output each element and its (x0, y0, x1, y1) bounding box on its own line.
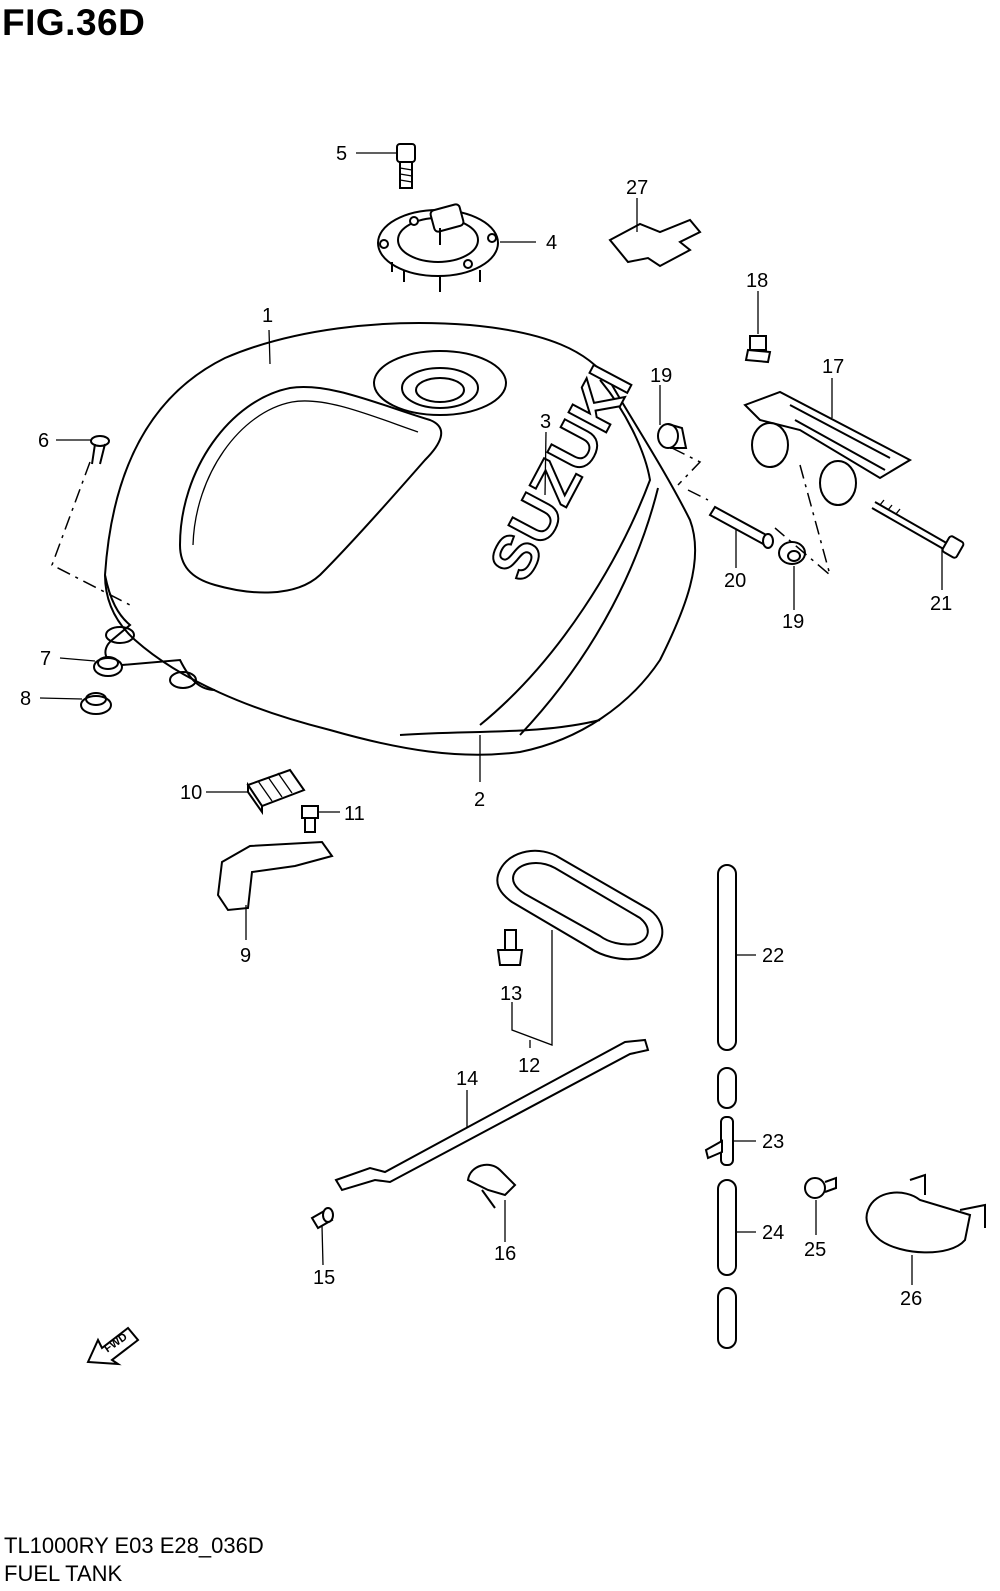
cushion-19-lower[interactable] (778, 541, 806, 565)
part-number-20: 20 (724, 570, 746, 592)
part-number-17: 17 (822, 356, 844, 378)
part-number-27: 27 (626, 177, 648, 199)
part-number-3: 3 (540, 411, 551, 433)
part-number-8: 8 (20, 688, 31, 710)
damper-10[interactable] (246, 768, 306, 816)
cushion-7[interactable] (93, 656, 123, 677)
bolt-18[interactable] (744, 335, 772, 364)
collar-20[interactable] (708, 505, 774, 549)
bolt-21[interactable] (871, 499, 965, 559)
three-way-joint-23[interactable] (704, 1116, 734, 1166)
part-number-19-lower: 19 (782, 611, 804, 633)
part-number-1: 1 (262, 305, 273, 327)
gasket-12[interactable] (496, 849, 664, 961)
part-number-labels: 1 2 3 4 5 6 7 8 9 10 11 12 13 14 15 16 1… (20, 143, 952, 1310)
part-number-11: 11 (344, 803, 365, 825)
part-number-23: 23 (762, 1131, 784, 1153)
part-number-12: 12 (518, 1055, 540, 1077)
part-number-14: 14 (456, 1068, 478, 1090)
part-number-4: 4 (546, 232, 557, 254)
cushion-8[interactable] (80, 692, 112, 715)
hose-24[interactable] (717, 1179, 737, 1349)
figure-name: FUEL TANK (4, 1561, 123, 1586)
pad-27[interactable] (608, 218, 702, 268)
forward-direction-arrow: FWD (86, 1326, 140, 1366)
part-number-22: 22 (762, 945, 784, 967)
part-number-18: 18 (746, 270, 768, 292)
fuel-tank[interactable] (103, 322, 697, 756)
figure-code: TL1000RY E03 E28_036D (4, 1533, 264, 1558)
bolt-5[interactable] (396, 143, 416, 189)
part-number-5: 5 (336, 143, 347, 165)
cushion-19-upper[interactable] (657, 423, 688, 449)
part-number-24: 24 (762, 1222, 784, 1244)
part-number-26: 26 (900, 1288, 922, 1310)
hose-22[interactable] (717, 864, 737, 1109)
bracket-9[interactable] (216, 840, 334, 912)
clamp-25[interactable] (804, 1176, 837, 1199)
clamp-16[interactable] (466, 1163, 517, 1209)
part-number-19-upper: 19 (650, 365, 672, 387)
part-number-2: 2 (474, 789, 485, 811)
band-26[interactable] (865, 1173, 986, 1254)
part-number-21: 21 (930, 593, 952, 615)
part-number-15: 15 (313, 1267, 335, 1289)
screw-6[interactable] (90, 435, 110, 465)
bolt-11[interactable] (301, 805, 319, 833)
part-number-13: 13 (500, 983, 522, 1005)
bolt-13[interactable] (496, 929, 524, 966)
assembly-lines (51, 447, 832, 606)
part-number-6: 6 (38, 430, 49, 452)
clip-15[interactable] (310, 1207, 334, 1230)
fuel-cap[interactable] (377, 203, 499, 292)
bracket-17[interactable] (743, 390, 913, 506)
part-number-25: 25 (804, 1239, 826, 1261)
part-number-7: 7 (40, 648, 51, 670)
part-number-16: 16 (494, 1243, 516, 1265)
part-number-10: 10 (180, 782, 202, 804)
part-number-9: 9 (240, 945, 251, 967)
fuel-pipe-14[interactable] (334, 1038, 650, 1192)
figure-title: FIG.36D (2, 2, 146, 43)
leader-lines (39, 152, 943, 1285)
